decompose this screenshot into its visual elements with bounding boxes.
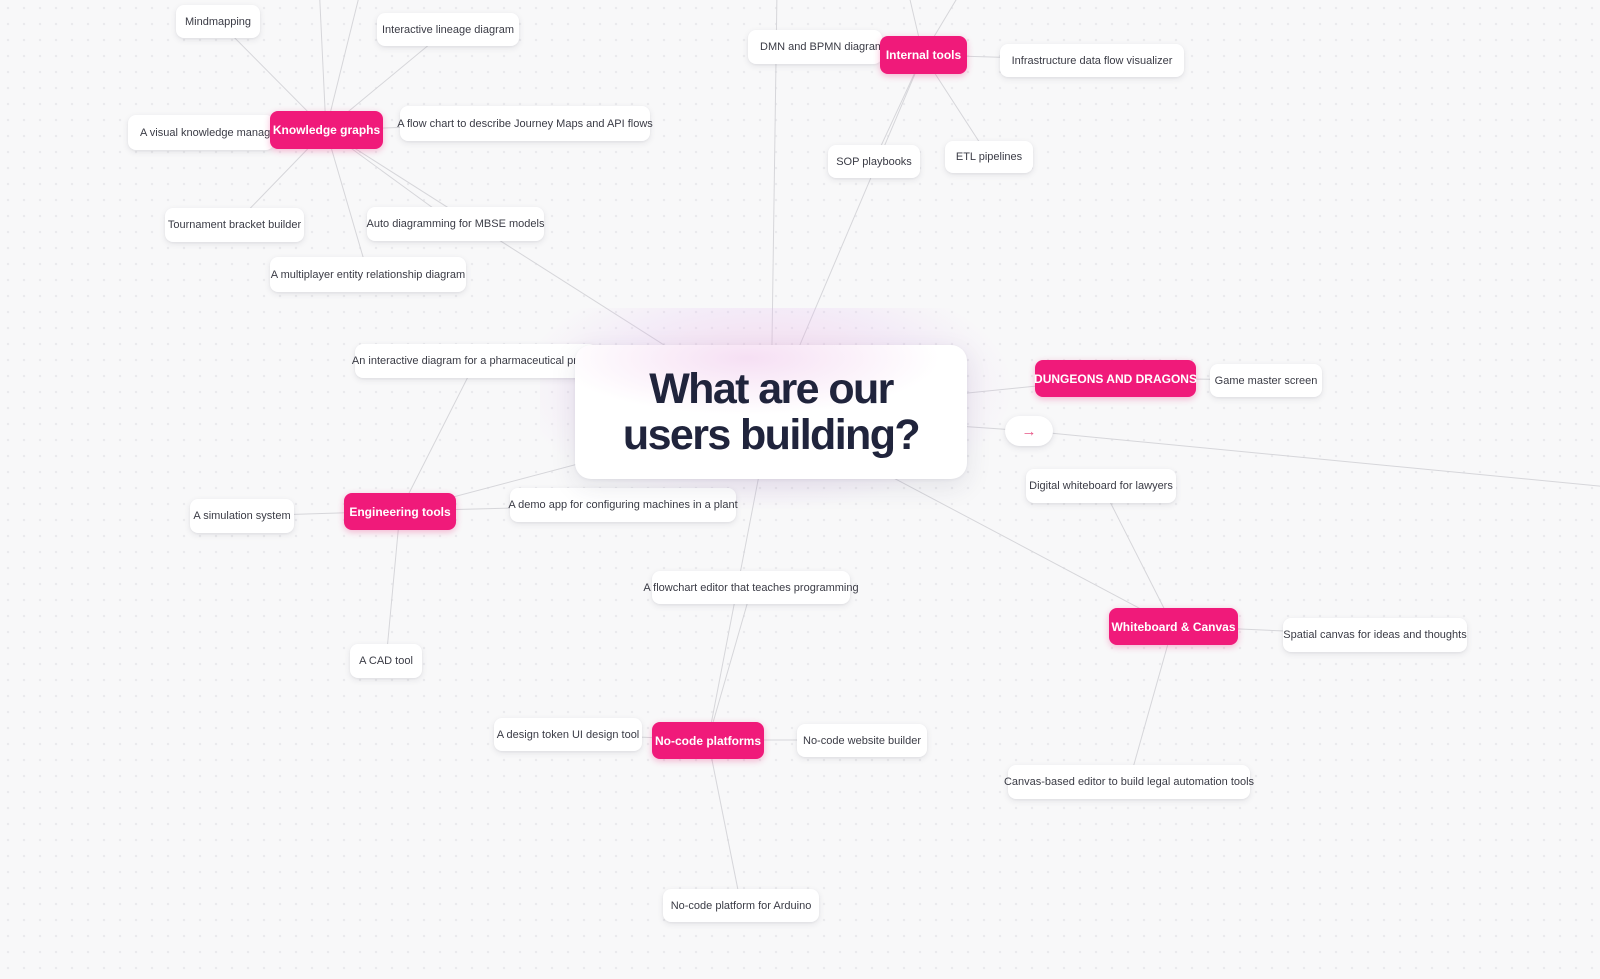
leaf-node-pharma-project[interactable]: An interactive diagram for a pharmaceuti… xyxy=(351,344,601,378)
edge-kg-to-offscreen-top-2 xyxy=(325,0,359,131)
edge-expand-arrow-to-offscreen-right xyxy=(1028,430,1600,487)
leaf-node-interactive-lineage-diagram[interactable]: Interactive lineage diagram xyxy=(377,13,519,46)
legal-automation-editor-label: Canvas-based editor to build legal autom… xyxy=(1003,776,1255,788)
edge-whiteboard-to-legal-automation xyxy=(1128,625,1174,783)
edge-internal-to-offscreen-top-1 xyxy=(909,0,924,56)
leaf-node-flowchart-editor-teaches[interactable]: A flowchart editor that teaches programm… xyxy=(643,571,859,604)
no-code-platforms-label: No-code platforms xyxy=(655,733,762,748)
no-code-website-builder-label: No-code website builder xyxy=(803,734,922,747)
leaf-node-cad-tool[interactable]: A CAD tool xyxy=(350,644,422,678)
central-topic-title: What are our users building? xyxy=(622,364,921,459)
flow-chart-journey-maps-label: A flow chart to describe Journey Maps an… xyxy=(397,117,653,130)
leaf-node-multiplayer-erd[interactable]: A multiplayer entity relationship diagra… xyxy=(270,257,466,292)
mindmapping-label: Mindmapping xyxy=(184,15,252,28)
leaf-node-design-token-tool[interactable]: A design token UI design tool xyxy=(494,718,642,751)
topic-node-no-code-platforms[interactable]: No-code platforms xyxy=(652,722,764,759)
leaf-node-simulation-system[interactable]: A simulation system xyxy=(190,499,294,533)
edge-whiteboard-to-digital-lawyers xyxy=(1101,485,1174,627)
leaf-node-sop-playbooks[interactable]: SOP playbooks xyxy=(828,145,920,178)
pharma-project-label: An interactive diagram for a pharmaceuti… xyxy=(351,355,601,367)
cad-tool-label: A CAD tool xyxy=(359,655,413,667)
leaf-node-spatial-canvas[interactable]: Spatial canvas for ideas and thoughts xyxy=(1283,618,1467,652)
edge-kg-to-multiplayer-erd xyxy=(325,129,369,275)
spatial-canvas-label: Spatial canvas for ideas and thoughts xyxy=(1283,629,1467,641)
leaf-node-no-code-website-builder[interactable]: No-code website builder xyxy=(797,724,927,757)
leaf-node-demo-app-machines[interactable]: A demo app for configuring machines in a… xyxy=(508,488,738,522)
simulation-system-label: A simulation system xyxy=(193,510,291,522)
edge-nocode-to-flowchart-editor xyxy=(707,586,753,741)
topic-node-whiteboard-canvas[interactable]: Whiteboard & Canvas xyxy=(1109,608,1238,645)
infrastructure-data-flow-label: Infrastructure data flow visualizer xyxy=(1011,54,1173,67)
leaf-node-no-code-arduino[interactable]: No-code platform for Arduino xyxy=(663,889,819,922)
sop-playbooks-label: SOP playbooks xyxy=(836,155,912,168)
edge-engineering-to-cad-tool xyxy=(385,510,401,662)
flowchart-editor-teaches-label: A flowchart editor that teaches programm… xyxy=(643,581,859,594)
tournament-bracket-builder-label: Tournament bracket builder xyxy=(167,219,302,231)
leaf-node-dmn-bpmn-editor[interactable]: DMN and BPMN diagram edit xyxy=(748,30,882,64)
internal-tools-label: Internal tools xyxy=(885,48,962,62)
leaf-node-legal-automation-editor[interactable]: Canvas-based editor to build legal autom… xyxy=(1004,765,1254,799)
whiteboard-canvas-label: Whiteboard & Canvas xyxy=(1111,619,1236,634)
edge-center-to-offscreen-top xyxy=(770,0,778,414)
central-topic-node[interactable]: What are our users building? xyxy=(575,345,967,479)
engineering-tools-label: Engineering tools xyxy=(349,504,451,519)
game-master-screen-label: Game master screen xyxy=(1214,374,1318,387)
demo-app-machines-label: A demo app for configuring machines in a… xyxy=(508,499,738,511)
dungeons-and-dragons-label: DUNGEONS AND DRAGONS xyxy=(1034,371,1197,386)
leaf-node-visual-knowledge-management[interactable]: A visual knowledge managemen xyxy=(128,115,274,150)
interactive-lineage-diagram-label: Interactive lineage diagram xyxy=(381,23,515,36)
dmn-bpmn-editor-label: DMN and BPMN diagram edit xyxy=(760,41,882,53)
edge-internal-to-offscreen-top-2 xyxy=(922,0,957,56)
leaf-node-flow-chart-journey-maps[interactable]: A flow chart to describe Journey Maps an… xyxy=(397,106,653,141)
topic-node-internal-tools[interactable]: Internal tools xyxy=(880,36,967,74)
leaf-node-game-master-screen[interactable]: Game master screen xyxy=(1210,364,1322,397)
design-token-tool-label: A design token UI design tool xyxy=(496,728,640,741)
auto-diagramming-mbse-label: Auto diagramming for MBSE models xyxy=(366,218,545,230)
central-topic-title-line2: users building? xyxy=(622,411,921,459)
leaf-node-infrastructure-data-flow[interactable]: Infrastructure data flow visualizer xyxy=(1000,44,1184,77)
leaf-node-tournament-bracket-builder[interactable]: Tournament bracket builder xyxy=(165,208,304,242)
leaf-node-etl-pipelines[interactable]: ETL pipelines xyxy=(945,141,1033,173)
leaf-node-digital-whiteboard-lawyers[interactable]: Digital whiteboard for lawyers xyxy=(1026,469,1176,503)
arrow-right-icon: → xyxy=(1021,422,1037,440)
multiplayer-erd-label: A multiplayer entity relationship diagra… xyxy=(270,268,466,281)
digital-whiteboard-lawyers-label: Digital whiteboard for lawyers xyxy=(1029,480,1173,492)
no-code-arduino-label: No-code platform for Arduino xyxy=(670,899,812,912)
etl-pipelines-label: ETL pipelines xyxy=(955,151,1023,163)
visual-knowledge-management-label: A visual knowledge managemen xyxy=(140,126,274,139)
expand-arrow-node[interactable]: → xyxy=(1005,416,1053,446)
topic-node-knowledge-graphs[interactable]: Knowledge graphs xyxy=(270,111,383,149)
edge-engineering-to-pharma-project xyxy=(399,360,477,512)
central-topic-title-line1: What are our xyxy=(649,364,894,413)
topic-node-dungeons-and-dragons[interactable]: DUNGEONS AND DRAGONS xyxy=(1034,360,1197,397)
topic-node-engineering-tools[interactable]: Engineering tools xyxy=(344,493,456,530)
knowledge-graphs-label: Knowledge graphs xyxy=(272,123,381,137)
edge-nocode-to-arduino xyxy=(707,739,742,906)
edge-kg-to-offscreen-top-1 xyxy=(319,0,327,131)
leaf-node-auto-diagramming-mbse[interactable]: Auto diagramming for MBSE models xyxy=(367,207,544,241)
leaf-node-mindmapping[interactable]: Mindmapping xyxy=(176,5,260,38)
